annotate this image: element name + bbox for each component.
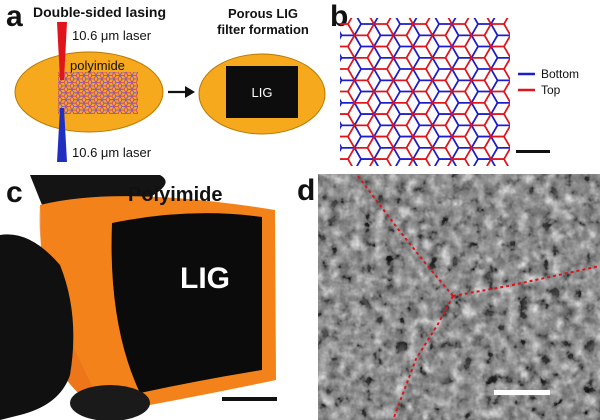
panel-a-right-title-1: Porous LIG [227, 6, 299, 21]
hex-cell [340, 158, 353, 166]
laser-bottom-label: 10.6 μm laser [72, 145, 152, 160]
hex-cell [347, 18, 375, 37]
hex-lattice [340, 18, 521, 168]
lig-block [226, 66, 298, 118]
mini-lattice [58, 72, 156, 128]
boundary-upper [357, 175, 454, 297]
polyimide-label: Polyimide [128, 184, 223, 206]
dark-object-left [0, 234, 74, 420]
panel-a-diagram [14, 22, 326, 162]
panel-a-letter: a [6, 0, 23, 33]
laser-top-beam [57, 22, 67, 80]
laser-bottom-beam [57, 108, 67, 162]
hex-cell [509, 34, 510, 37]
hex-cell [135, 99, 138, 107]
hex-cell [135, 106, 138, 114]
grain-boundaries [357, 175, 600, 420]
panel-b-scale-bar [516, 150, 550, 153]
hex-cell [511, 18, 521, 24]
panel-c-photo [0, 175, 290, 420]
hex-cell [425, 18, 453, 37]
hex-cell [503, 79, 510, 104]
panel-a-right-title-2: filter formation [217, 22, 309, 37]
hex-cell [509, 124, 510, 127]
hex-cell [340, 18, 353, 25]
panel-b-legend: Bottom Top [518, 67, 579, 97]
panel-c-scale-bar [222, 397, 277, 401]
hex-cell [503, 102, 510, 127]
hex-cell [503, 34, 510, 59]
legend-bottom-label: Bottom [541, 67, 579, 81]
hex-cell [340, 18, 342, 24]
hex-cell [135, 92, 138, 101]
panel-d-letter: d [297, 174, 316, 207]
hex-cell [503, 18, 510, 37]
hex-cell [490, 18, 510, 37]
hex-cell [503, 124, 510, 149]
hex-cell [135, 85, 138, 94]
hex-cell [511, 159, 521, 168]
hex-cell [135, 72, 138, 80]
lig-film [111, 213, 262, 393]
hex-cell [340, 159, 342, 168]
lig-label: LIG [180, 262, 230, 295]
hex-cell [148, 121, 156, 128]
legend-top-label: Top [541, 83, 561, 97]
hex-cell [509, 147, 510, 149]
hex-cell [503, 147, 510, 166]
lig-block-label: LIG [251, 85, 273, 100]
hex-cell [503, 57, 510, 82]
hex-lattice-lines [340, 18, 521, 168]
hex-cell [412, 18, 440, 37]
hex-cell [451, 18, 479, 37]
substrate-label: polyimide [70, 58, 125, 73]
sem-texture [318, 174, 600, 420]
panel-a-left-title: Double-sided lasing [33, 4, 167, 20]
hex-cell [386, 18, 414, 37]
hex-cell [464, 18, 492, 37]
boundary-right [452, 265, 600, 297]
sem-image [318, 174, 600, 420]
dark-object-bottom [70, 385, 150, 420]
hex-cell [144, 121, 152, 128]
process-arrow-head [185, 86, 195, 98]
panel-d-scale-bar [494, 390, 550, 395]
laser-top-label: 10.6 μm laser [72, 28, 152, 43]
hex-cell [135, 78, 138, 87]
hex-cell [373, 18, 401, 37]
panel-c-letter: c [6, 176, 23, 209]
